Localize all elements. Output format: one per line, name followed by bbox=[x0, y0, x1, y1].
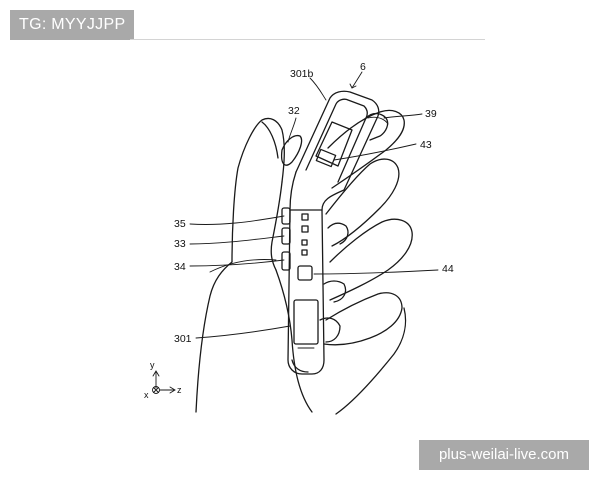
label-33: 33 bbox=[174, 238, 186, 250]
controller-device bbox=[280, 90, 389, 375]
label-301b: 301b bbox=[290, 68, 314, 80]
leader-lines bbox=[189, 71, 439, 339]
label-device-6: 6 bbox=[360, 61, 366, 73]
label-35: 35 bbox=[174, 218, 186, 230]
telegram-tag: TG: MYYJJPP bbox=[10, 10, 134, 40]
label-301: 301 bbox=[174, 333, 192, 345]
axis-y-label: y bbox=[150, 360, 155, 370]
label-43: 43 bbox=[420, 139, 432, 151]
label-44: 44 bbox=[442, 263, 454, 275]
label-34: 34 bbox=[174, 261, 186, 273]
top-rule bbox=[130, 39, 485, 40]
axis-indicator: y x z bbox=[144, 360, 182, 400]
label-32: 32 bbox=[288, 105, 300, 117]
site-watermark: plus-weilai-live.com bbox=[419, 440, 589, 470]
reference-labels: 6 301b 32 39 43 35 33 34 44 301 bbox=[174, 61, 454, 345]
axis-z-label: z bbox=[177, 385, 182, 395]
hand-drawing bbox=[195, 109, 413, 415]
label-39: 39 bbox=[425, 108, 437, 120]
axis-x-label: x bbox=[144, 390, 149, 400]
